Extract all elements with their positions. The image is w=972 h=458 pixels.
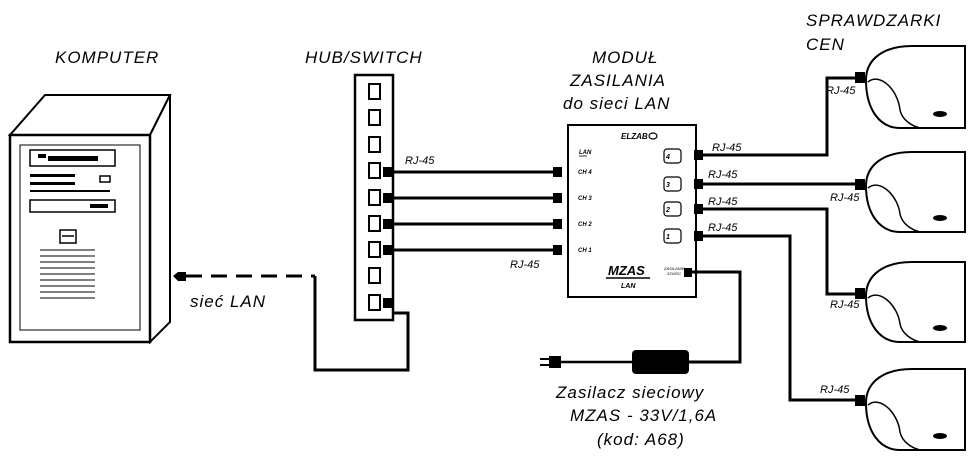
hub-plugs (383, 167, 562, 308)
checkers-label-1: SPRAWDZARKI (806, 11, 941, 30)
output-port-1-icon: 1 (663, 228, 682, 244)
channel-2-label: CH 2 (578, 222, 592, 228)
rj45-out-1-label: RJ-45 (708, 222, 738, 234)
module-name: MZAS (608, 263, 645, 278)
module-power-tag-2: 33V/DC (667, 271, 681, 276)
module-label-2: ZASILANIA (569, 71, 666, 90)
svg-text:1: 1 (666, 234, 670, 241)
elzab-logo-icon (648, 132, 658, 140)
computer-tower (7, 94, 172, 345)
channel-1-label: CH 1 (578, 248, 592, 254)
price-checker-4-icon (864, 368, 966, 451)
module-lan-tag: LAN (579, 150, 592, 156)
power-module: ELZAB LAN CH 4 CH 3 CH 2 CH 1 4 3 2 1 MZ… (567, 124, 697, 298)
module-label-1: MODUŁ (592, 48, 658, 67)
hub-label: HUB/SWITCH (305, 48, 423, 67)
module-brand: ELZAB (621, 132, 648, 141)
checkers-label-2: CEN (806, 35, 845, 54)
rj45-hub-label: RJ-45 (405, 155, 435, 167)
rj45-out-3-label: RJ-45 (708, 169, 738, 181)
rj45-checker-2-label: RJ-45 (830, 192, 860, 204)
module-power-tag-1: ZASILANIE (663, 266, 685, 271)
channel-4-label: CH 4 (578, 170, 592, 176)
rj45-checker-1-label: RJ-45 (826, 85, 856, 97)
rj45-checker-3-label: RJ-45 (830, 299, 860, 311)
hub-module-cables (385, 170, 560, 252)
psu-label-2: MZAS - 33V/1,6A (570, 406, 717, 425)
module-out-plugs (694, 72, 865, 406)
output-port-4-icon: 4 (663, 148, 682, 164)
lan-label: sieć LAN (190, 292, 266, 311)
svg-text:2: 2 (665, 207, 670, 214)
svg-text:4: 4 (665, 154, 670, 161)
module-checker-cables (696, 76, 858, 402)
power-supply (540, 268, 742, 374)
lan-link (173, 272, 410, 372)
module-sub: LAN (621, 283, 636, 290)
rj45-module-in-label: RJ-45 (510, 259, 540, 271)
output-port-2-icon: 2 (663, 201, 682, 217)
price-checker-3-icon (864, 261, 966, 343)
output-port-3-icon: 3 (663, 176, 682, 192)
rj45-checker-4-label: RJ-45 (820, 384, 850, 396)
price-checker-2-icon (864, 151, 966, 233)
svg-text:3: 3 (666, 182, 670, 189)
rj45-out-2-label: RJ-45 (708, 196, 738, 208)
price-checker-1-icon (864, 45, 966, 129)
module-label-3: do sieci LAN (563, 94, 670, 113)
rj45-out-4-label: RJ-45 (712, 142, 742, 154)
computer-label: KOMPUTER (55, 48, 159, 67)
psu-label-3: (kod: A68) (597, 430, 685, 449)
channel-3-label: CH 3 (578, 196, 592, 202)
psu-label-1: Zasilacz sieciowy (555, 383, 705, 402)
